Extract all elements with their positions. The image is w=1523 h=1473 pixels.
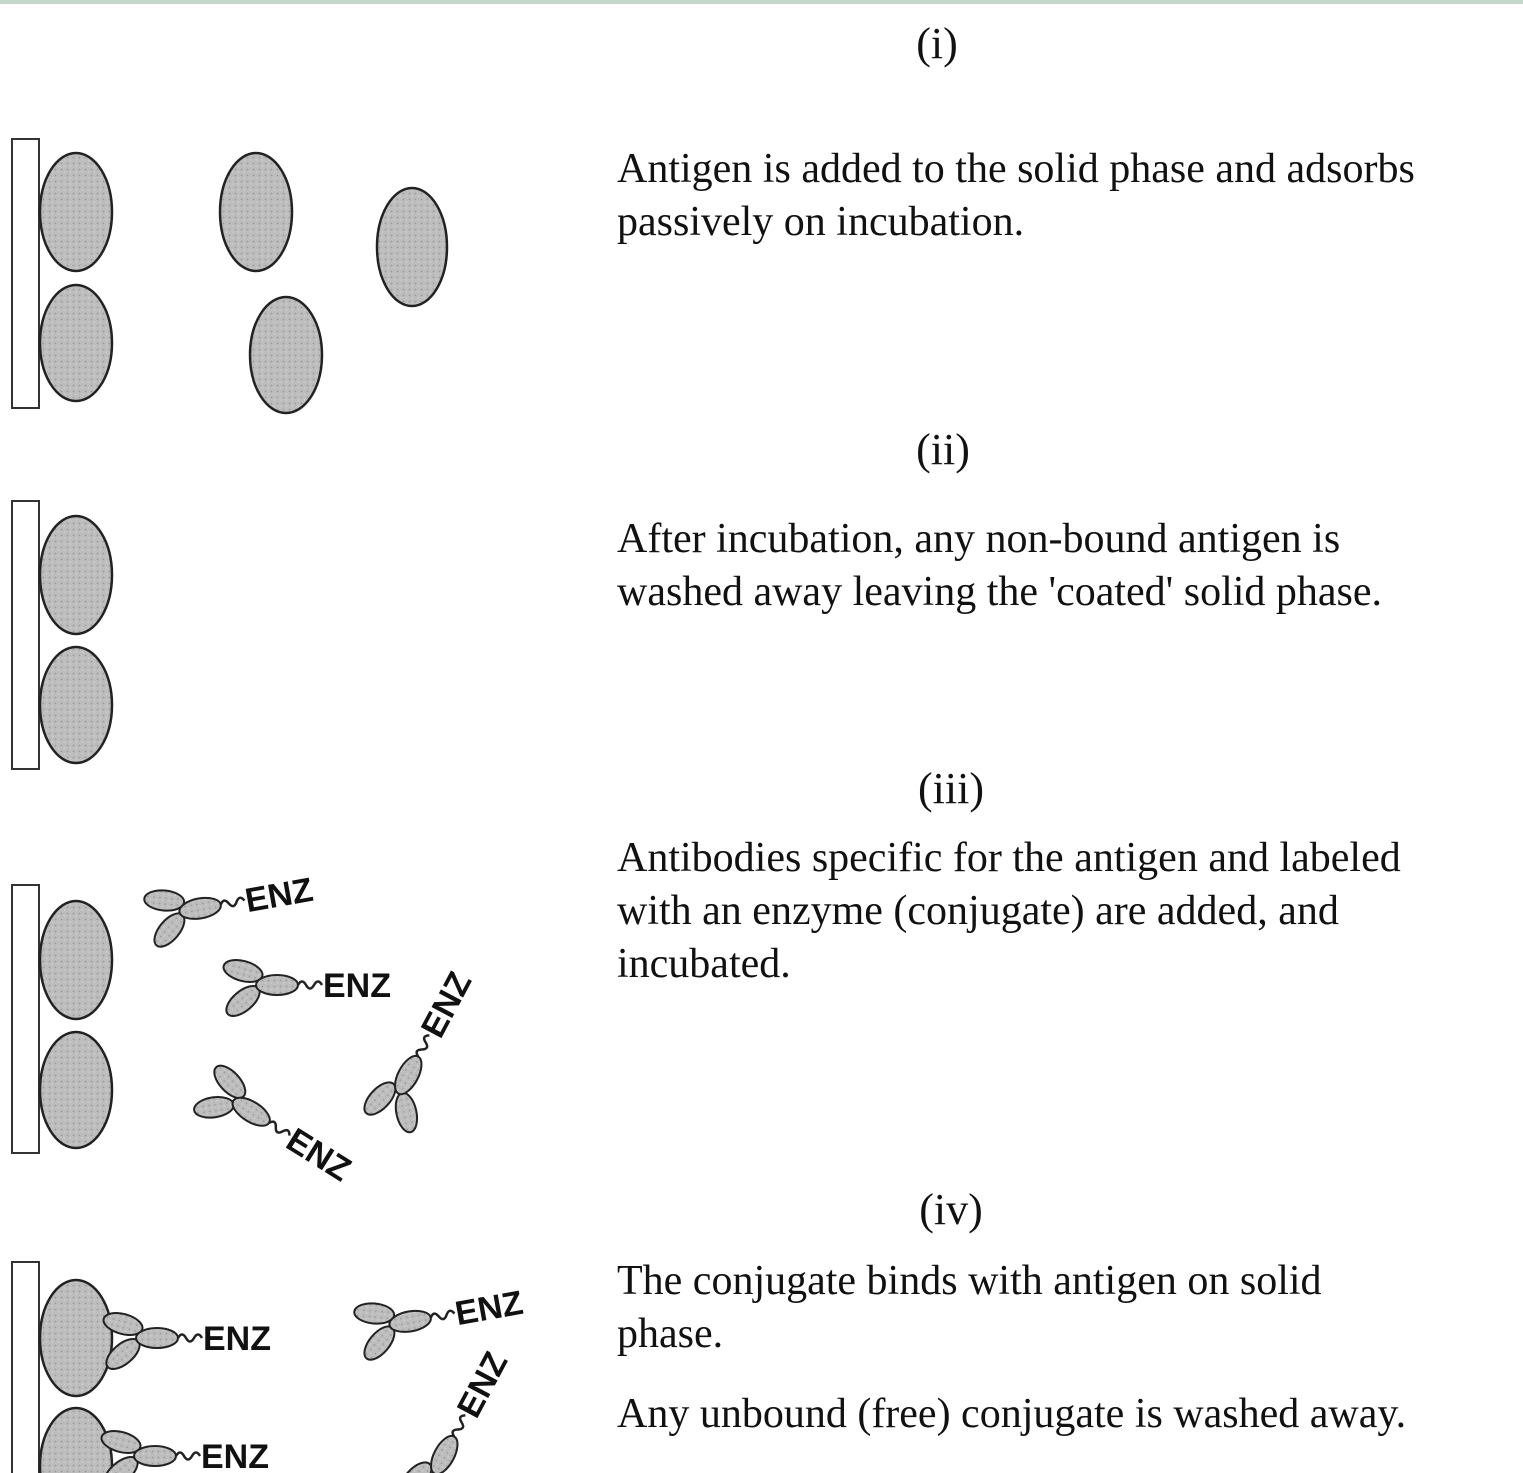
enzyme-label: ENZ xyxy=(242,871,316,920)
antigen-bound xyxy=(38,645,114,765)
enzyme-label: ENZ xyxy=(203,1320,271,1358)
enzyme-label: ENZ xyxy=(450,1346,515,1424)
step-description-4: The conjugate binds with antigen on soli… xyxy=(617,1258,1322,1357)
bound-conjugate: ENZ xyxy=(97,1425,269,1473)
antigen-bound xyxy=(38,899,114,1021)
bound-conjugate: ENZ xyxy=(99,1307,271,1376)
solid-phase-plate xyxy=(11,138,40,409)
free-conjugate: ENZ xyxy=(391,1346,515,1473)
free-conjugate: ENZ xyxy=(348,1284,526,1369)
step-label-3: (iii) xyxy=(918,764,984,813)
enzyme-label: ENZ xyxy=(452,1284,526,1333)
panel-3-illustration: ENZ ENZ ENZ ENZ xyxy=(11,871,479,1189)
panel-4-illustration: ENZ ENZ ENZ ENZ xyxy=(11,1261,526,1473)
solid-phase-plate xyxy=(11,500,40,770)
antigen-bound xyxy=(38,1030,114,1150)
antigen-free xyxy=(218,151,294,273)
step-label-1: (i) xyxy=(916,19,958,68)
conjugate-antibody: ENZ xyxy=(183,1056,358,1189)
antigen-bound xyxy=(38,1278,114,1398)
antigen-bound xyxy=(38,283,114,403)
solid-phase-plate xyxy=(11,884,40,1154)
antigen-free xyxy=(375,186,449,308)
panel-2-illustration xyxy=(11,500,114,770)
step-description-1: Antigen is added to the solid phase and … xyxy=(617,146,1415,245)
antigen-bound xyxy=(38,514,114,636)
conjugate-antibody: ENZ xyxy=(219,954,391,1023)
conjugate-antibody: ENZ xyxy=(138,871,316,956)
step-label-4: (iv) xyxy=(919,1185,983,1234)
enzyme-label: ENZ xyxy=(414,966,479,1044)
solid-phase-plate xyxy=(11,1261,40,1473)
step-label-2: (ii) xyxy=(916,425,970,474)
top-border xyxy=(0,0,1523,4)
enzyme-label: ENZ xyxy=(323,967,391,1005)
antigen-free xyxy=(248,295,324,415)
step-description-3: Antibodies specific for the antigen and … xyxy=(617,835,1401,987)
step-description-2: After incubation, any non-bound antigen … xyxy=(617,516,1383,615)
antigen-bound xyxy=(38,151,114,273)
panel-1-illustration xyxy=(11,138,449,415)
enzyme-label: ENZ xyxy=(201,1438,269,1473)
enzyme-label: ENZ xyxy=(280,1121,358,1189)
step-note-4: Any unbound (free) conjugate is washed a… xyxy=(617,1391,1407,1437)
